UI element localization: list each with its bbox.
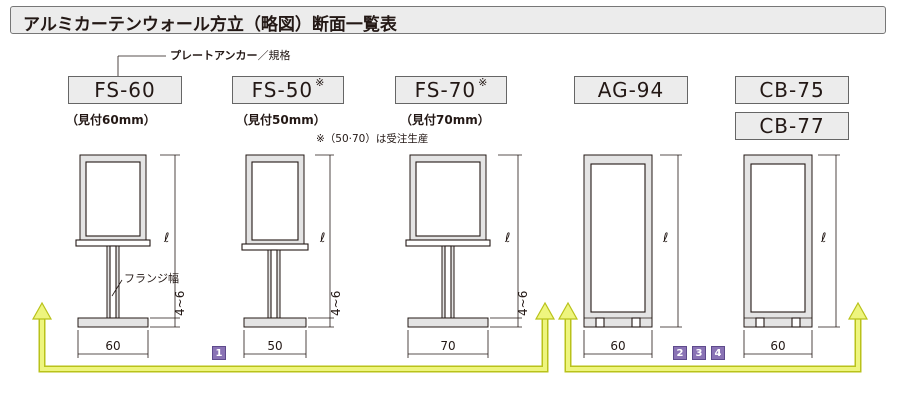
depth-label-ag94: ℓ [662,231,668,246]
flow-arrow-left [31,301,556,373]
label-fs60: FS-60 [68,76,182,104]
depth-label-cb75: ℓ [820,231,826,246]
depth-label-fs60: ℓ [163,231,169,246]
label-fs50: FS-50※ [232,76,344,104]
title-bar: アルミカーテンウォール方立（略図）断面一覧表 [10,6,886,35]
profile-fs70 [405,154,522,358]
depth-label-fs70: ℓ [504,231,510,246]
anchor-annotation-bold: プレートアンカー [170,49,258,62]
label-fs70-text: FS-70 [414,78,477,102]
label-fs60-text: FS-60 [94,78,156,102]
flange-label-fs70: 4~6 [516,291,530,316]
label-ag94: AG-94 [574,76,688,104]
width-label-fs70: 70 [440,339,455,353]
width-label-cb75: 60 [770,339,785,353]
spec-fs50: （見付50mm） [236,113,326,127]
badge-1: 1 [212,346,226,360]
label-cb77: CB-77 [735,112,849,140]
flange-label-fs60: 4~6 [173,291,187,316]
label-fs70: FS-70※ [395,76,507,104]
label-fs50-mark: ※ [315,75,325,89]
badge-4: 4 [711,346,725,360]
width-label-fs50: 50 [267,339,282,353]
badge-3: 3 [692,346,706,360]
anchor-annotation-light: ／規格 [257,49,291,62]
flow-arrow-right [557,301,869,373]
label-cb77-text: CB-77 [759,114,825,138]
label-ag94-text: AG-94 [597,78,665,102]
badge-2: 2 [673,346,687,360]
label-fs70-mark: ※ [478,75,488,89]
anchor-annotation: プレートアンカー／規格 [170,47,291,63]
label-cb75: CB-75 [735,76,849,104]
depth-label-fs50: ℓ [319,231,325,246]
profile-fs60 [75,154,180,358]
width-label-fs60: 60 [105,339,120,353]
label-fs50-text: FS-50 [251,78,314,102]
order-note: ※（50·70）は受注生産 [316,133,429,145]
label-cb75-text: CB-75 [759,78,825,102]
flange-label-fs50: 4~6 [329,291,343,316]
spec-fs60: （見付60mm） [66,113,156,127]
profile-ag94 [583,154,682,358]
profile-cb75 [743,154,840,358]
width-label-ag94: 60 [610,339,625,353]
page-title: アルミカーテンウォール方立（略図）断面一覧表 [23,15,397,35]
flange-width-label: フランジ幅 [124,272,179,285]
spec-fs70: （見付70mm） [400,113,490,127]
profile-fs50 [241,154,334,358]
